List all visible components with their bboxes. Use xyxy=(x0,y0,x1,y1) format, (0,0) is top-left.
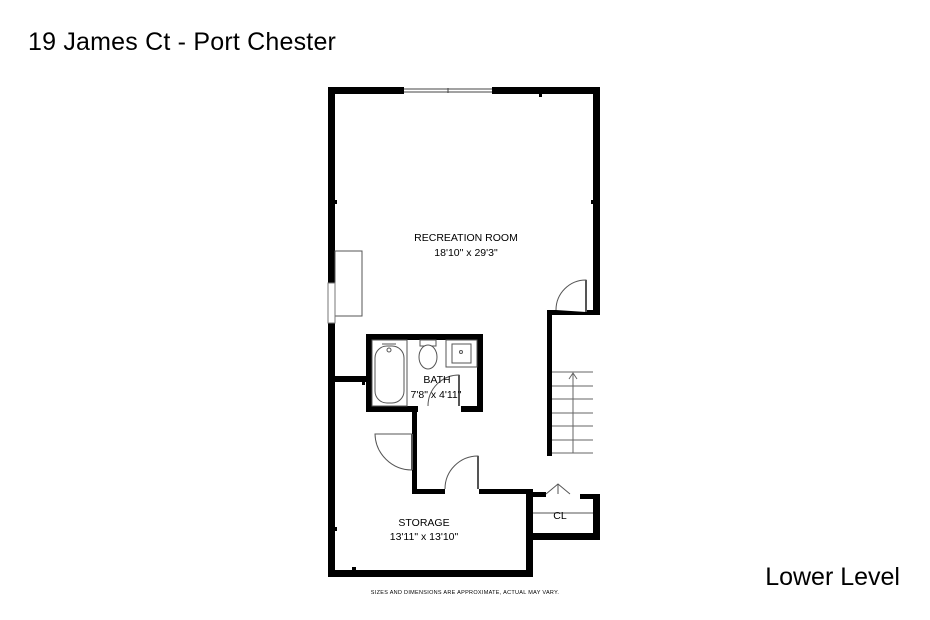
door-closet xyxy=(545,483,571,495)
door-bath xyxy=(427,374,460,407)
wall-stub xyxy=(328,376,367,382)
wall-left xyxy=(328,87,335,577)
staircase xyxy=(552,371,593,454)
wall-storage-vertical xyxy=(412,412,417,494)
wall-bath-top xyxy=(366,334,483,340)
wall-right-upper xyxy=(593,87,600,313)
wall-closet-top-left xyxy=(526,492,546,497)
wall-bath-bottom-left xyxy=(366,406,418,412)
recreation-room-name: RECREATION ROOM xyxy=(414,232,518,244)
disclaimer-text: SIZES AND DIMENSIONS ARE APPROXIMATE, AC… xyxy=(370,590,560,596)
fireplace xyxy=(327,250,363,324)
door-storage-left xyxy=(374,433,413,471)
sink xyxy=(445,339,478,368)
wall-top-left xyxy=(328,87,404,94)
wall-right-lower xyxy=(593,496,600,540)
door-recreation-right xyxy=(555,279,587,312)
page-title: 19 James Ct - Port Chester xyxy=(28,28,337,56)
level-label: Lower Level xyxy=(765,563,900,591)
wall-closet-top-right xyxy=(580,494,600,499)
wall-top-right xyxy=(492,87,600,94)
wall-bottom-right xyxy=(526,533,600,540)
walls xyxy=(328,87,600,577)
wall-storage-top xyxy=(412,489,445,494)
wall-stair-left xyxy=(547,313,552,456)
sliding-door xyxy=(404,88,492,93)
recreation-room-dims: 18'10" x 29'3" xyxy=(434,247,498,259)
door-storage-top xyxy=(444,455,479,490)
toilet xyxy=(418,339,438,370)
closet-name: CL xyxy=(553,510,567,522)
storage-name: STORAGE xyxy=(398,517,449,529)
bathtub xyxy=(371,339,408,407)
wall-stair-top xyxy=(547,310,600,315)
wall-bath-left xyxy=(366,334,372,412)
storage-dims: 13'11" x 13'10" xyxy=(390,531,459,543)
wall-bath-right xyxy=(477,334,483,412)
bath-dims: 7'8" x 4'11" xyxy=(411,389,462,401)
wall-bath-bottom-right xyxy=(461,406,483,412)
wall-storage-top-right xyxy=(479,489,533,494)
bath-name: BATH xyxy=(423,374,450,386)
wall-bottom-left xyxy=(328,570,532,577)
